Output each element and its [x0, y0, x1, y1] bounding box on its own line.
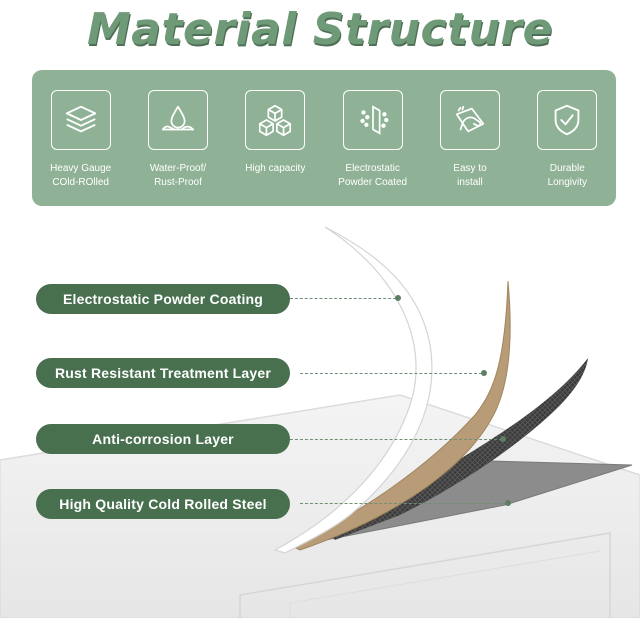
powder-spray-icon: [342, 90, 403, 150]
feature-label: Durable Longivity: [547, 163, 588, 188]
feature-capacity: High capacity: [230, 90, 320, 176]
layer-marker-dot: [500, 436, 506, 442]
leader-line: [290, 298, 396, 299]
wipe-hand-icon: [439, 90, 500, 150]
layer-label-powder-coating: Electrostatic Powder Coating: [36, 284, 290, 314]
feature-heavy-gauge: Heavy Gauge COld-ROlled: [36, 90, 126, 190]
feature-powder-coated: Electrostatic Powder Coated: [328, 90, 418, 190]
water-drop-icon: [147, 90, 208, 150]
layer-label-rust-resistant: Rust Resistant Treatment Layer: [36, 358, 290, 388]
layer-marker-dot: [481, 370, 487, 376]
leader-line: [300, 503, 506, 504]
page-title: Material Structure: [87, 4, 553, 55]
layer-label-anti-corrosion: Anti-corrosion Layer: [36, 424, 290, 454]
shield-check-icon: [537, 90, 598, 150]
feature-durable: Durable Longivity: [522, 90, 612, 190]
feature-label: Heavy Gauge COld-ROlled: [50, 163, 112, 188]
feature-panel: Heavy Gauge COld-ROlled Water-Proof/ Rus…: [32, 70, 616, 206]
leader-line: [290, 439, 502, 440]
feature-label: Water-Proof/ Rust-Proof: [149, 163, 207, 188]
feature-label: Electrostatic Powder Coated: [338, 163, 408, 188]
layers-icon: [50, 90, 111, 150]
leader-line: [300, 373, 482, 374]
feature-easy-install: Easy to install: [425, 90, 515, 190]
feature-label: High capacity: [245, 163, 306, 174]
layer-marker-dot: [505, 500, 511, 506]
cubes-icon: [245, 90, 306, 150]
layer-label-cold-rolled-steel: High Quality Cold Rolled Steel: [36, 489, 290, 519]
feature-label: Easy to install: [453, 163, 487, 188]
cabinet-and-layers-graphic: [0, 226, 640, 618]
feature-waterproof: Water-Proof/ Rust-Proof: [133, 90, 223, 190]
layer-marker-dot: [395, 295, 401, 301]
material-layers-illustration: Electrostatic Powder Coating Rust Resist…: [0, 215, 640, 618]
